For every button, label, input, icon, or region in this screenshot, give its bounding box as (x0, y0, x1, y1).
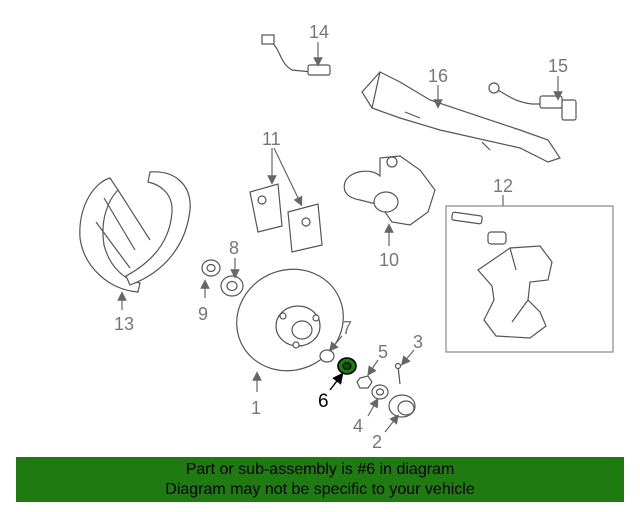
callout-7: 7 (342, 318, 352, 338)
callout-10: 10 (379, 250, 399, 270)
cotter-pin-part (394, 362, 402, 385)
callout-4: 4 (353, 416, 363, 436)
callout-9: 9 (198, 304, 208, 324)
brake-rotor-part (236, 268, 344, 372)
callout-14: 14 (309, 22, 329, 42)
callout-6: 6 (318, 391, 329, 412)
callout-3: 3 (413, 332, 423, 352)
callout-11: 11 (262, 129, 281, 149)
nut-lock-part (371, 384, 389, 400)
wear-sensor-part (488, 82, 577, 121)
callout-13: 13 (114, 314, 134, 334)
callout-16: 16 (428, 66, 448, 86)
washer-part (319, 349, 335, 363)
dust-shield-part (79, 171, 191, 293)
brake-hose-14-part (261, 34, 331, 76)
control-arm-part (361, 71, 561, 163)
wheel-bearing-part (220, 275, 244, 297)
brake-pads-part (249, 183, 323, 253)
caliper-group-box (445, 205, 614, 353)
steering-knuckle-part (343, 155, 436, 226)
highlighted-part-6 (337, 357, 357, 375)
banner-line-1: Part or sub-assembly is #6 in diagram (185, 461, 455, 478)
grease-cap-part (388, 394, 416, 418)
nut-part (356, 375, 373, 389)
parts-diagram: 13 14 16 15 11 10 12 (79, 22, 614, 452)
callout-5: 5 (378, 342, 388, 362)
info-banner: Part or sub-assembly is #6 in diagram Di… (16, 457, 624, 502)
seal-part (201, 259, 221, 277)
banner-line-2: Diagram may not be specific to your vehi… (165, 481, 475, 498)
caliper-carrier-part (451, 211, 553, 339)
callout-2: 2 (372, 432, 382, 452)
callout-1: 1 (251, 398, 261, 418)
callout-15: 15 (548, 56, 568, 76)
callout-12: 12 (493, 176, 513, 196)
callout-8: 8 (229, 238, 239, 258)
